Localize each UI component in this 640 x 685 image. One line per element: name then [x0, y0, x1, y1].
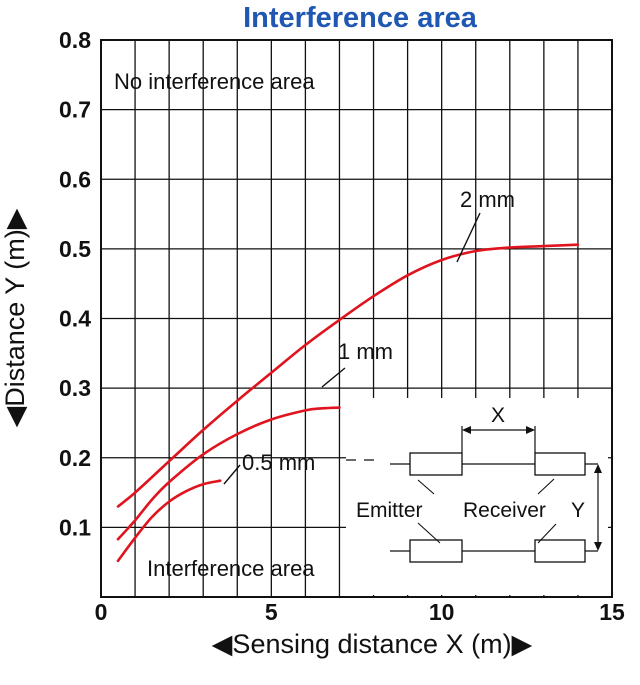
label-leader-0-5mm: [223, 464, 241, 485]
receiver-bottom-box: [534, 539, 586, 563]
series-lines: [116, 243, 580, 563]
x-dim-label: X: [491, 404, 505, 427]
receiver-leader-bottom: [537, 523, 557, 544]
x-tick-label: 0: [95, 599, 108, 625]
y-tick-label: 0.5: [59, 236, 91, 262]
series-line-2: [116, 479, 222, 563]
receiver-label: Receiver: [463, 499, 546, 522]
interference-label: Interference area: [147, 556, 315, 581]
y-tick-label: 0.2: [59, 445, 91, 471]
y-axis-label: ◀Distance Y (m)▶: [0, 208, 30, 427]
y-dim-arrow-bottom: [594, 542, 602, 551]
x-dim-arrow-left: [462, 426, 471, 434]
y-tick-label: 0.4: [59, 306, 91, 332]
y-dim-label: Y: [571, 499, 585, 522]
x-dim-arrow-right: [526, 426, 535, 434]
x-axis-label: ◀Sensing distance X (m)▶: [212, 629, 533, 659]
x-tick-label: 15: [599, 599, 625, 625]
x-tick-label: 10: [429, 599, 455, 625]
plot-frame: [100, 39, 613, 598]
curve-labels: 2 mm 1 mm 0.5 mm: [223, 187, 515, 485]
chart-title: Interference area: [243, 2, 478, 34]
y-tick-label: 0.3: [59, 375, 91, 401]
emitter-bottom-box: [409, 539, 463, 563]
no-interference-label: No interference area: [114, 69, 315, 94]
series-label-0-5mm: 0.5 mm: [242, 450, 315, 475]
y-tick-label: 0.7: [59, 97, 91, 123]
emitter-top-box: [409, 452, 463, 476]
series-line-1: [116, 406, 341, 541]
tick-labels: 0.1 0.2 0.3 0.4 0.5 0.6 0.7 0.8 0 5 10 15: [59, 27, 625, 625]
emitter-label: Emitter: [356, 499, 423, 522]
label-leader-2mm: [456, 212, 481, 263]
y-tick-label: 0.8: [59, 27, 91, 53]
emitter-leader-bottom: [417, 522, 441, 544]
y-dim-arrow-top: [594, 464, 602, 473]
y-tick-label: 0.1: [59, 514, 91, 540]
sensor-inset-diagram: X Y Emitter Receiver: [346, 398, 608, 595]
series-line-0: [116, 243, 580, 508]
inset-background: [346, 398, 608, 595]
receiver-leader-top: [537, 478, 555, 495]
label-leader-1mm: [321, 367, 346, 388]
series-label-2mm: 2 mm: [460, 187, 515, 212]
emitter-leader-top: [417, 479, 435, 495]
series-label-1mm: 1 mm: [338, 339, 393, 364]
y-tick-label: 0.6: [59, 166, 91, 192]
x-tick-label: 5: [265, 599, 278, 625]
receiver-top-box: [534, 452, 586, 476]
